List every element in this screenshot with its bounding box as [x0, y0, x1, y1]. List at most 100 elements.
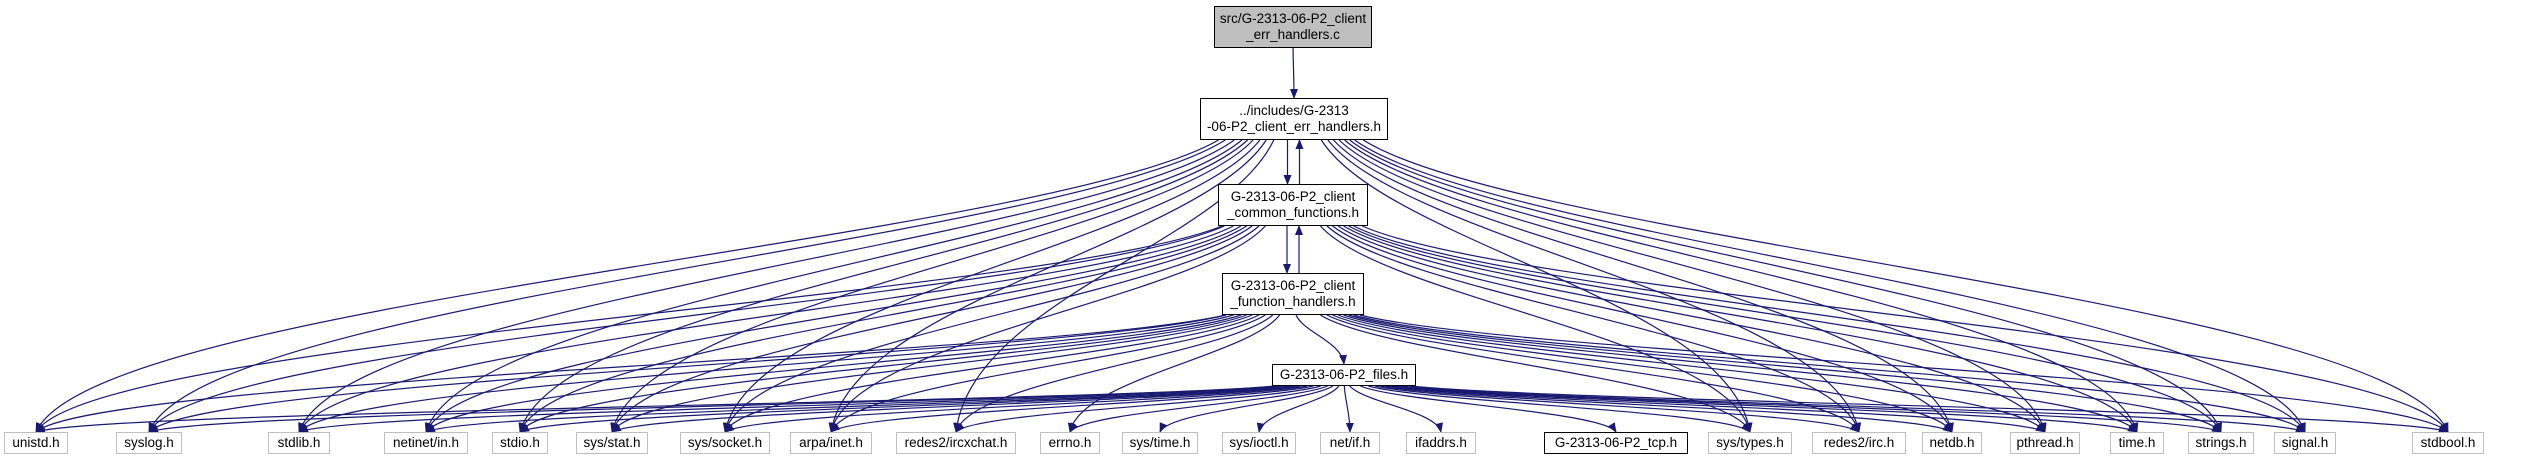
edge-files-to-errno [1069, 385, 1328, 433]
edge-function-to-unistd [35, 314, 1227, 433]
node-sys-ioctl-h[interactable]: sys/ioctl.h [1222, 432, 1296, 454]
node-client-common-functions-h[interactable]: G-2313-06-P2_client _common_functions.h [1218, 184, 1368, 226]
edge-files-to-tcp [1360, 385, 1617, 433]
edge-err_h-to-sys_socket [722, 139, 1261, 433]
node-label: strings.h [2195, 435, 2247, 450]
node-label: errno.h [1048, 435, 1092, 450]
edge-files-to-ircxchat [955, 385, 1321, 433]
edge-files-to-ifaddrs [1349, 385, 1443, 433]
node-files-h[interactable]: G-2313-06-P2_files.h [1272, 364, 1416, 386]
node-sys-stat-h[interactable]: sys/stat.h [576, 432, 648, 454]
node-label: time.h [2118, 435, 2156, 450]
edge-function-to-sys_stat [611, 314, 1253, 433]
edge-common-to-stdbool [1362, 225, 2449, 433]
node-redes2-ircxchat-h[interactable]: redes2/ircxchat.h [896, 432, 1016, 454]
edge-function-to-stdlib [298, 314, 1234, 433]
node-time-h[interactable]: time.h [2110, 432, 2164, 454]
node-label: net/if.h [1329, 435, 1371, 450]
edge-common-to-syslog [148, 225, 1225, 433]
edge-common-to-irc [1326, 225, 1861, 433]
edge-err_h-to-irc [1327, 139, 1862, 433]
node-client-function-handlers-h[interactable]: G-2313-06-P2_client _function_handlers.h [1222, 273, 1364, 315]
edge-err_h-to-syslog [148, 139, 1226, 433]
edge-function-to-sys_socket [724, 314, 1260, 433]
node-label: redes2/irc.h [1823, 435, 1895, 450]
edge-files-to-time [1391, 385, 2138, 433]
node-label: sys/time.h [1129, 435, 1191, 450]
node-src-client-err-handlers-c[interactable]: src/G-2313-06-P2_client _err_handlers.c [1214, 6, 1372, 48]
edge-files-to-syslog [148, 385, 1277, 433]
edge-files-to-arpa_inet [830, 385, 1314, 433]
node-netinet-in-h[interactable]: netinet/in.h [384, 432, 468, 454]
edge-err_h-to-strings [1349, 139, 2222, 433]
edge-function-to-files [1295, 314, 1347, 365]
edge-common-to-unistd [35, 225, 1223, 433]
node-stdbool-h[interactable]: stdbool.h [2412, 432, 2484, 454]
edge-function-to-netdb [1332, 314, 1953, 433]
node-label: redes2/ircxchat.h [904, 435, 1008, 450]
node-label: ifaddrs.h [1415, 435, 1467, 450]
edge-function-to-sys_types [1320, 314, 1751, 433]
edge-function-to-stdio [519, 314, 1247, 433]
edge-files-to-sys_time [1159, 385, 1334, 433]
node-strings-h[interactable]: strings.h [2188, 432, 2254, 454]
edge-files-to-irc [1374, 385, 1860, 433]
edge-root-to-err_h [1289, 47, 1298, 99]
edge-files-to-sys_ioctl [1256, 385, 1340, 433]
node-signal-h[interactable]: signal.h [2274, 432, 2336, 454]
node-label: sys/types.h [1716, 435, 1784, 450]
node-label: src/G-2313-06-P2_client [1219, 11, 1367, 26]
edge-common-to-sys_socket [723, 225, 1260, 433]
node-unistd-h[interactable]: unistd.h [4, 432, 68, 454]
edge-common-to-stdlib [298, 225, 1234, 433]
node-client-err-handlers-h[interactable]: ../includes/G-2313 -06-P2_client_err_han… [1200, 98, 1388, 140]
node-pthread-h[interactable]: pthread.h [2010, 432, 2080, 454]
edge-err_h-to-stdio [518, 139, 1248, 433]
edge-common-to-signal [1353, 225, 2306, 433]
edge-files-to-stdbool [1410, 385, 2449, 433]
node-label: G-2313-06-P2_client [1230, 278, 1356, 293]
node-sys-time-h[interactable]: sys/time.h [1122, 432, 1198, 454]
node-tcp-h[interactable]: G-2313-06-P2_tcp.h [1544, 432, 1688, 454]
node-label: -06-P2_client_err_handlers.h [1206, 119, 1382, 134]
node-label: sys/socket.h [687, 435, 763, 450]
edge-function-to-stdbool [1359, 314, 2449, 433]
edge-common-to-arpa_inet [829, 225, 1266, 433]
edge-function-to-arpa_inet [830, 314, 1266, 433]
edge-err_h-to-stdbool [1362, 139, 2449, 433]
node-label: _function_handlers.h [1230, 294, 1356, 309]
edge-function-to-strings [1348, 314, 2222, 433]
edge-common-to-netdb [1332, 225, 1953, 433]
edge-err_h-to-signal [1354, 139, 2306, 433]
node-stdlib-h[interactable]: stdlib.h [268, 432, 330, 454]
edge-files-to-signal [1401, 385, 2306, 433]
node-errno-h[interactable]: errno.h [1040, 432, 1100, 454]
node-sys-socket-h[interactable]: sys/socket.h [680, 432, 770, 454]
node-label: ../includes/G-2313 [1239, 103, 1349, 118]
node-net-if-h[interactable]: net/if.h [1320, 432, 1380, 454]
node-label: arpa/inet.h [799, 435, 863, 450]
edge-common-to-sys_types [1319, 225, 1752, 433]
node-label: stdio.h [500, 435, 540, 450]
edge-common-to-strings [1348, 225, 2222, 433]
node-label: signal.h [2281, 435, 2329, 450]
node-label: netdb.h [1929, 435, 1975, 450]
node-netdb-h[interactable]: netdb.h [1922, 432, 1982, 454]
edge-files-to-stdlib [298, 385, 1282, 433]
edge-files-to-strings [1396, 385, 2222, 433]
edge-err_h-to-sys_stat [610, 139, 1254, 433]
node-ifaddrs-h[interactable]: ifaddrs.h [1406, 432, 1476, 454]
node-stdio-h[interactable]: stdio.h [492, 432, 548, 454]
node-syslog-h[interactable]: syslog.h [116, 432, 182, 454]
node-sys-types-h[interactable]: sys/types.h [1708, 432, 1792, 454]
edge-err_h-to-pthread [1338, 139, 2047, 433]
edge-files-to-pthread [1385, 385, 2046, 433]
node-label: netinet/in.h [392, 435, 460, 450]
node-label: G-2313-06-P2_client [1230, 189, 1356, 204]
node-redes2-irc-h[interactable]: redes2/irc.h [1812, 432, 1906, 454]
node-arpa-inet-h[interactable]: arpa/inet.h [790, 432, 872, 454]
edge-err_h-to-unistd [35, 139, 1219, 433]
edge-err_h-to-arpa_inet [828, 139, 1267, 433]
